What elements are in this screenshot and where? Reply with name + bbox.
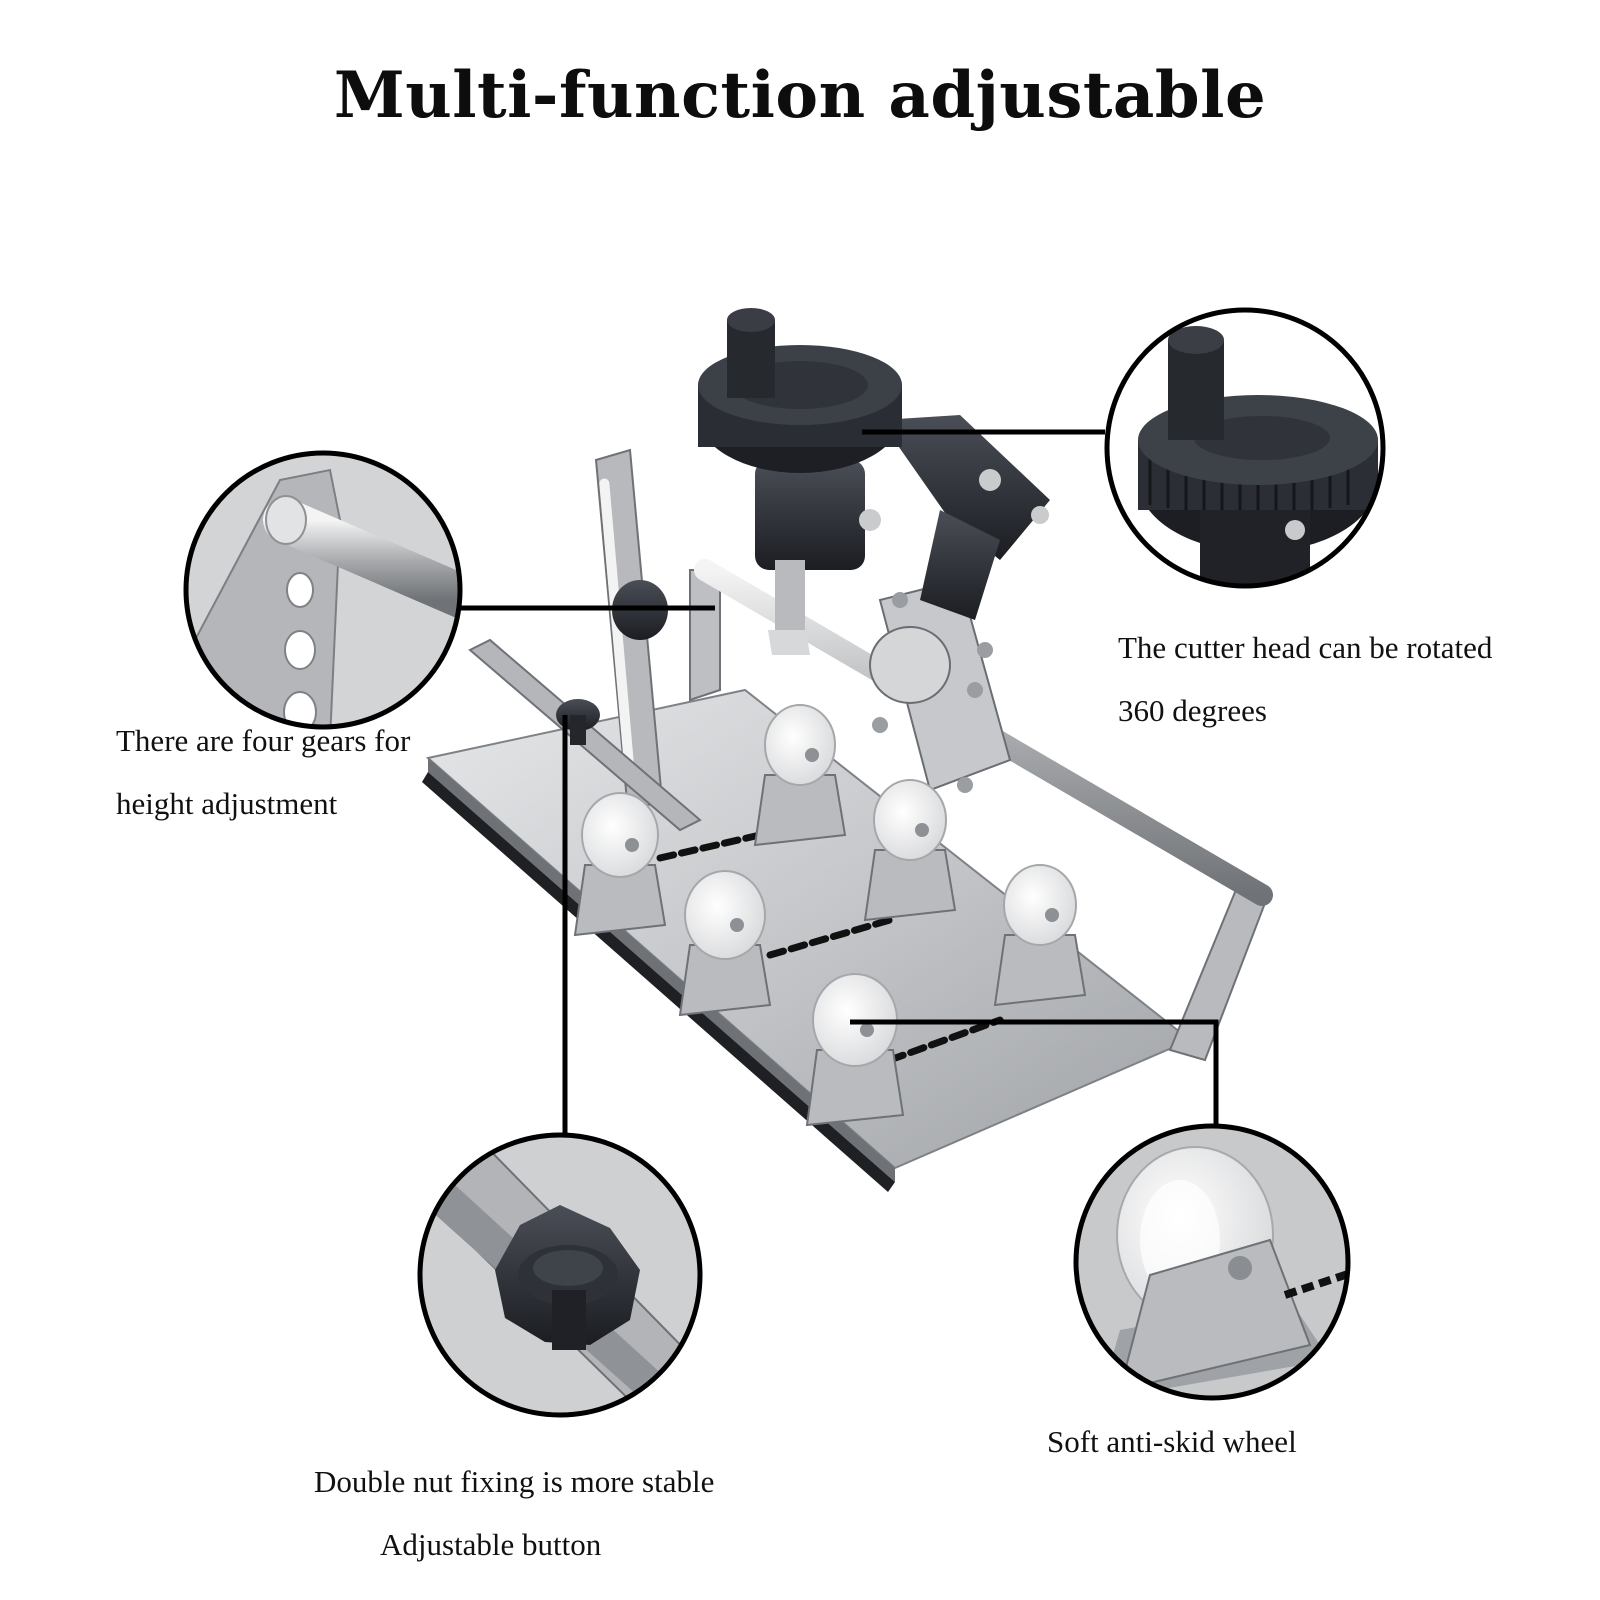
wheel — [678, 870, 772, 1017]
base-edge — [428, 758, 895, 1182]
zoom-ring-bottom-left — [417, 1132, 703, 1418]
zoom-adjust-knob — [420, 1135, 700, 1415]
wheel — [805, 973, 905, 1127]
caption-adjustable-button: Adjustable button — [380, 1513, 601, 1576]
caption-line: Double nut fixing is more stable — [314, 1464, 715, 1499]
caption-line: The cutter head can be rotated — [1118, 630, 1493, 665]
caption-height-gears: There are four gears for height adjustme… — [116, 709, 410, 835]
page-title: Multi-function adjustable — [333, 58, 1267, 133]
height-hole — [284, 630, 316, 670]
height-hole — [286, 572, 314, 608]
zoom-height-holes — [186, 453, 460, 727]
caption-line: 360 degrees — [1118, 693, 1267, 728]
wheel — [573, 792, 667, 937]
caption-line: Soft anti-skid wheel — [1047, 1424, 1297, 1459]
zoom-ring-top-left — [183, 450, 463, 730]
caption-anti-skid-wheel: Soft anti-skid wheel — [1047, 1410, 1297, 1473]
leader-bottom-right — [850, 1019, 1219, 1142]
zoom-cutter-head — [1107, 310, 1383, 586]
cutter-machine — [422, 308, 1273, 1192]
end-bracket — [1168, 878, 1272, 1062]
rod-clamp — [869, 578, 1012, 793]
caption-line: height adjustment — [116, 786, 338, 821]
caption-double-nut: Double nut fixing is more stable — [314, 1450, 714, 1513]
zoom-ring-bottom-right — [1073, 1123, 1351, 1401]
caption-line: There are four gears for — [116, 723, 411, 758]
wheel — [753, 704, 847, 847]
caption-cutter-rotation: The cutter head can be rotated 360 degre… — [1118, 616, 1492, 742]
rubber-strip — [422, 772, 895, 1192]
zoom-anti-skid-wheel — [1076, 1126, 1348, 1398]
cutter-head — [698, 308, 1050, 655]
wheel-set — [573, 704, 1087, 1127]
slot-marks — [656, 831, 1004, 1064]
zoom-ring-top-right — [1104, 307, 1386, 589]
caption-line: Adjustable button — [380, 1527, 602, 1562]
leader-lines — [458, 429, 1219, 1160]
wheel — [993, 864, 1087, 1007]
wheel — [863, 779, 957, 922]
